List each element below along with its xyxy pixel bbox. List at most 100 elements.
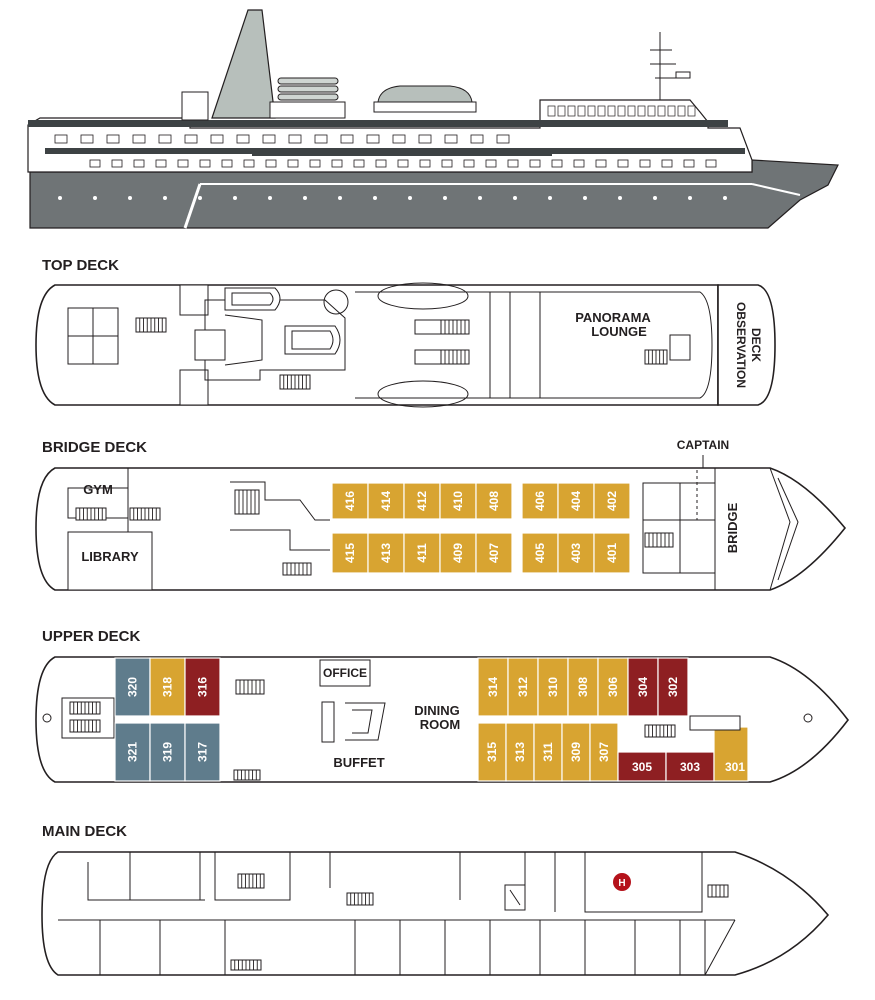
cabin-number: 301	[725, 760, 745, 774]
cabin-405[interactable]: 405	[521, 532, 559, 574]
cabin-number: 405	[533, 543, 547, 563]
cabin-number: 414	[379, 491, 393, 511]
cabin-314[interactable]: 314	[477, 657, 509, 717]
cabin-316[interactable]: 316	[184, 657, 221, 717]
cabin-number: 412	[415, 491, 429, 511]
cabin-407[interactable]: 407	[475, 532, 513, 574]
zodiac-boat-icon	[224, 287, 341, 355]
cabin-number: 314	[486, 677, 500, 697]
cabin-number: 416	[343, 491, 357, 511]
observation-deck-label-2: DECK	[749, 328, 763, 362]
funnel	[211, 9, 276, 119]
stairs-icon	[237, 873, 265, 889]
cabin-number: 311	[541, 742, 555, 762]
cabin-number: 319	[161, 742, 175, 762]
cabin-number: 411	[415, 543, 429, 563]
svg-text:H: H	[618, 878, 625, 889]
cabin-309[interactable]: 309	[561, 722, 591, 782]
cabin-415[interactable]: 415	[331, 532, 369, 574]
stairs-icon	[440, 319, 470, 335]
stairs-icon	[644, 724, 676, 738]
cabin-404[interactable]: 404	[557, 482, 595, 520]
cabin-number: 313	[513, 742, 527, 762]
buffet-label: BUFFET	[333, 755, 384, 770]
cabin-number: 415	[343, 543, 357, 563]
upper-deck-plan: OFFICE DINING ROOM BUFFET 320 318 316 321 31…	[35, 656, 850, 783]
cabin-406[interactable]: 406	[521, 482, 559, 520]
cabin-number: 317	[196, 742, 210, 762]
cabin-number: 308	[576, 677, 590, 697]
bridge-deck-title: BRIDGE DECK	[42, 439, 147, 456]
cabin-416[interactable]: 416	[331, 482, 369, 520]
office-label: OFFICE	[323, 666, 367, 680]
bridge-label: BRIDGE	[725, 502, 740, 553]
cabin-311[interactable]: 311	[533, 722, 563, 782]
cabin-number: 410	[451, 491, 465, 511]
cabin-number: 306	[606, 677, 620, 697]
stairs-icon	[282, 562, 312, 576]
cabin-411[interactable]: 411	[403, 532, 441, 574]
stairs-icon	[75, 507, 107, 521]
cabin-number: 406	[533, 491, 547, 511]
cabin-318[interactable]: 318	[149, 657, 186, 717]
stairs-icon	[707, 884, 729, 898]
cabin-306[interactable]: 306	[597, 657, 629, 717]
hospital-icon: H	[613, 873, 631, 891]
observation-deck-label-1: OBSERVATION	[734, 302, 748, 388]
library-label: LIBRARY	[81, 549, 139, 564]
cabin-401[interactable]: 401	[593, 532, 631, 574]
cabin-319[interactable]: 319	[149, 722, 186, 782]
cabin-number: 402	[605, 491, 619, 511]
cabin-number: 320	[126, 677, 140, 697]
cabin-number: 315	[485, 742, 499, 762]
dining-room-label-2: ROOM	[420, 717, 460, 732]
captain-label: CAPTAIN	[677, 438, 729, 452]
cabin-402[interactable]: 402	[593, 482, 631, 520]
cabin-413[interactable]: 413	[367, 532, 405, 574]
cabin-410[interactable]: 410	[439, 482, 477, 520]
cabin-305[interactable]: 305	[617, 751, 667, 782]
cabin-320[interactable]: 320	[114, 657, 151, 717]
zodiac-boat-icon	[269, 77, 346, 119]
stairs-icon	[135, 317, 167, 333]
cabin-312[interactable]: 312	[507, 657, 539, 717]
bridge-deck-cabins: 416 414 412 410 408 406 404 402 415 413 411 409 407 4…	[331, 482, 631, 574]
cabin-302[interactable]: 302	[657, 657, 689, 717]
cabin-number: 321	[126, 742, 140, 762]
cabin-409[interactable]: 409	[439, 532, 477, 574]
cabin-304[interactable]: 304	[627, 657, 659, 717]
panorama-lounge-label-1: PANORAMA	[575, 310, 651, 325]
cabin-403[interactable]: 403	[557, 532, 595, 574]
cabin-number: 404	[569, 491, 583, 511]
cabin-301[interactable]: 301	[713, 726, 749, 782]
cabin-321[interactable]: 321	[114, 722, 151, 782]
cabin-number: 407	[487, 543, 501, 563]
stairs-icon	[230, 959, 262, 971]
cabin-number: 304	[636, 677, 650, 697]
cabin-number: 302	[666, 677, 680, 697]
cabin-412[interactable]: 412	[403, 482, 441, 520]
cabin-number: 305	[632, 760, 652, 774]
cabin-313[interactable]: 313	[505, 722, 535, 782]
mast	[650, 32, 691, 100]
stairs-icon	[69, 719, 101, 733]
cabin-310[interactable]: 310	[537, 657, 569, 717]
stairs-icon	[279, 374, 311, 390]
stairs-icon	[129, 507, 161, 521]
cabin-number: 318	[161, 677, 175, 697]
cabin-414[interactable]: 414	[367, 482, 405, 520]
cabin-number: 307	[597, 742, 611, 762]
cabin-303[interactable]: 303	[665, 751, 715, 782]
windows	[54, 105, 727, 200]
dining-room-label-1: DINING	[414, 703, 460, 718]
cabin-317[interactable]: 317	[184, 722, 221, 782]
cabin-number: 303	[680, 760, 700, 774]
cabin-307[interactable]: 307	[589, 722, 619, 782]
stairs-icon	[235, 679, 265, 695]
stairs-icon	[644, 349, 668, 365]
cabin-308[interactable]: 308	[567, 657, 599, 717]
cabin-315[interactable]: 315	[477, 722, 507, 782]
cabin-408[interactable]: 408	[475, 482, 513, 520]
